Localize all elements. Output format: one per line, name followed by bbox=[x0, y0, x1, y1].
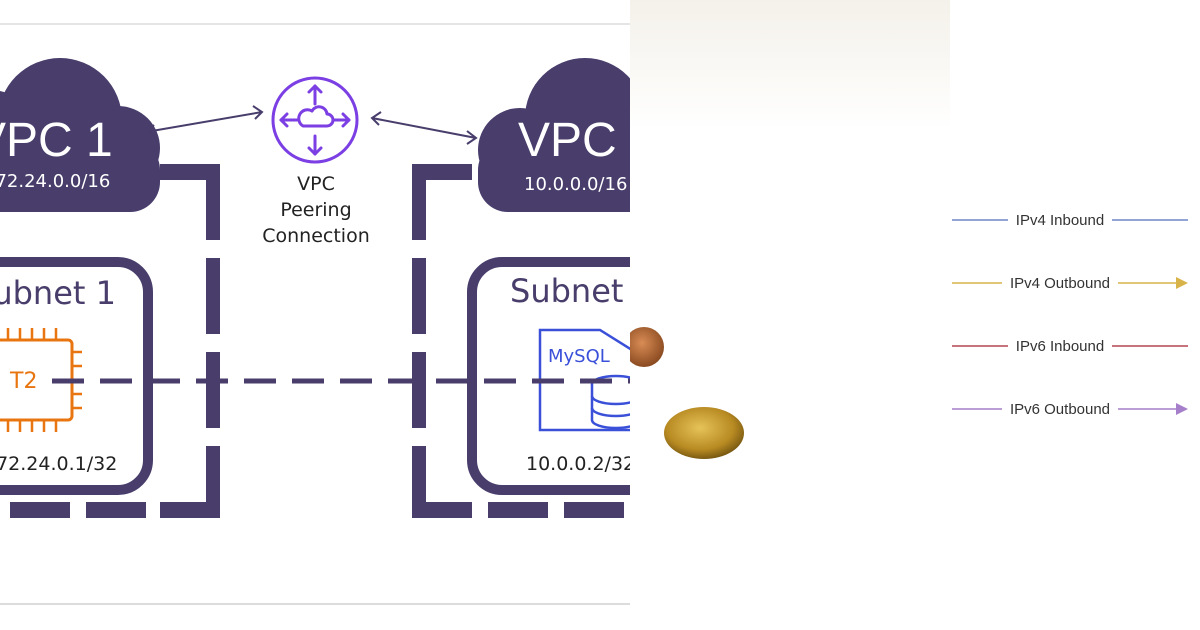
vpc-peering-diagram: VPC 1 172.24.0.0/16 VPC 2 10.0.0.0/16 VP… bbox=[0, 23, 630, 605]
gold-coin bbox=[664, 407, 744, 459]
legend-label: IPv4 Inbound bbox=[1016, 212, 1104, 229]
copper-coin bbox=[630, 327, 664, 367]
subnet2-ip: 10.0.0.2/32 bbox=[526, 453, 630, 475]
mysql-database-icon bbox=[538, 328, 630, 432]
peering-label-line3: Connection bbox=[262, 225, 370, 247]
vpc1-boundary bbox=[10, 164, 220, 518]
vpc1-cloud bbox=[0, 58, 160, 212]
subnet2-box bbox=[467, 257, 630, 495]
vpc2-cloud bbox=[478, 58, 630, 212]
legend-label: IPv6 Inbound bbox=[1016, 338, 1104, 355]
vpc1-cidr: 172.24.0.0/16 bbox=[0, 171, 110, 192]
arrowhead-icon bbox=[1176, 277, 1188, 289]
vpc2-boundary bbox=[412, 164, 624, 518]
subnet2-title: Subnet 1 bbox=[510, 272, 630, 310]
peering-label-line1: VPC bbox=[297, 173, 335, 195]
peering-arrows bbox=[144, 105, 478, 145]
legend-label: IPv4 Outbound bbox=[1010, 275, 1110, 292]
subnet1-title: Subnet 1 bbox=[0, 274, 116, 312]
legend-ipv4-outbound: IPv4 Outbound bbox=[952, 273, 1188, 293]
peering-connection-icon bbox=[271, 76, 359, 164]
legend-label: IPv6 Outbound bbox=[1010, 401, 1110, 418]
vpc1-title: VPC 1 bbox=[0, 114, 113, 167]
background-haze bbox=[630, 0, 950, 130]
ec2-instance-label: T2 bbox=[9, 369, 37, 394]
peering-label-line2: Peering bbox=[280, 199, 351, 221]
legend-ipv6-inbound: IPv6 Inbound bbox=[952, 336, 1188, 356]
vpc2-cidr: 10.0.0.0/16 bbox=[524, 174, 627, 195]
vpc2-title: VPC 2 bbox=[518, 114, 630, 167]
legend-ipv6-outbound: IPv6 Outbound bbox=[952, 399, 1188, 419]
arrowhead-icon bbox=[1176, 403, 1188, 415]
photo-canvas: IPv4 Inbound IPv4 Outbound IPv6 Inbound … bbox=[630, 0, 1188, 459]
diagram-canvas: VPC 1 172.24.0.0/16 VPC 2 10.0.0.0/16 VP… bbox=[0, 23, 630, 605]
mysql-label: MySQL bbox=[548, 346, 610, 367]
legend-ipv4-inbound: IPv4 Inbound bbox=[952, 210, 1188, 230]
subnet1-box bbox=[0, 257, 153, 495]
photo-panel: IPv4 Inbound IPv4 Outbound IPv6 Inbound … bbox=[630, 0, 1200, 630]
subnet1-ip: 172.24.0.1/32 bbox=[0, 453, 117, 475]
